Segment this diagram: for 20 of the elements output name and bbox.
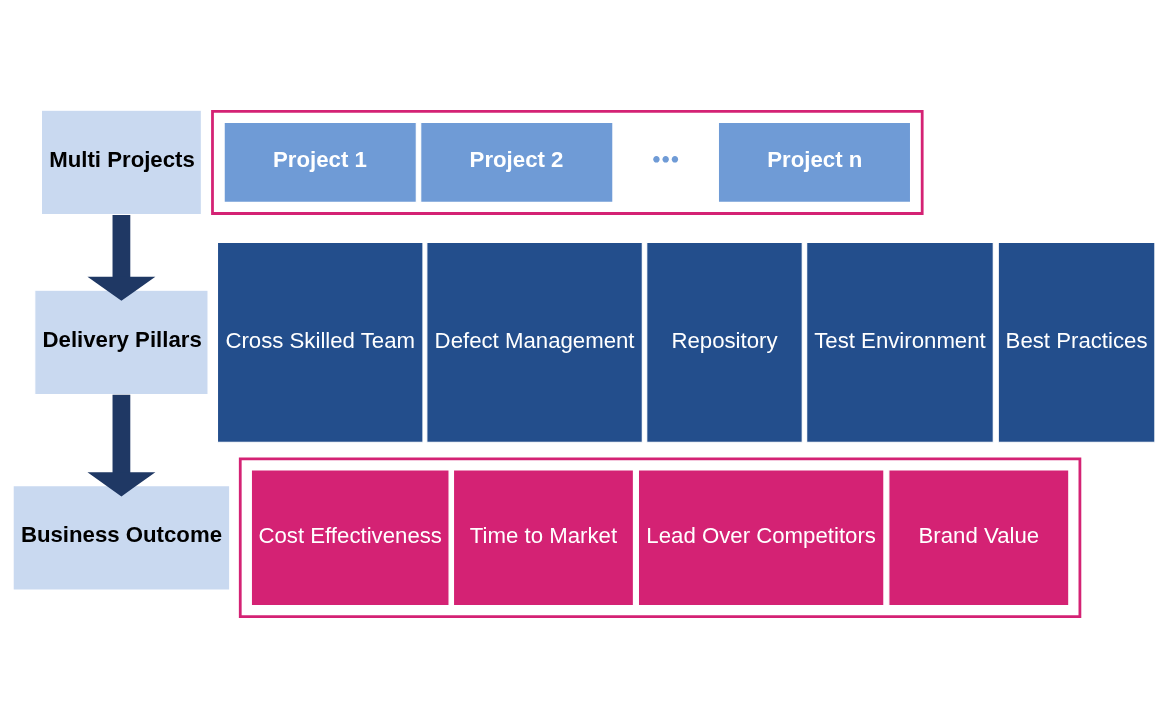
cluster — [238, 457, 1082, 618]
node-box: Multi Projects — [40, 109, 202, 215]
node-box: Delivery Pillars — [34, 289, 209, 395]
node-box: Lead Over Competitors — [637, 469, 885, 606]
node-box: Repository — [646, 241, 803, 443]
node-box: Project 2 — [420, 121, 614, 203]
node-box: Brand Value — [888, 469, 1070, 606]
cluster — [211, 109, 924, 215]
arrow — [87, 214, 156, 301]
node-box: Defect Management — [426, 241, 643, 443]
node-box: Cross Skilled Team — [216, 241, 424, 443]
node-box: Business Outcome — [12, 484, 231, 591]
arrow — [87, 394, 156, 496]
node-box: Project 1 — [223, 121, 417, 203]
node-box: Cost Effectiveness — [250, 469, 450, 606]
node-box: Best Practices — [997, 241, 1156, 443]
label: ••• — [651, 144, 680, 175]
node-box: Time to Market — [452, 469, 634, 606]
node-box: Project n — [717, 121, 912, 203]
node-box: Test Environment — [806, 241, 994, 443]
